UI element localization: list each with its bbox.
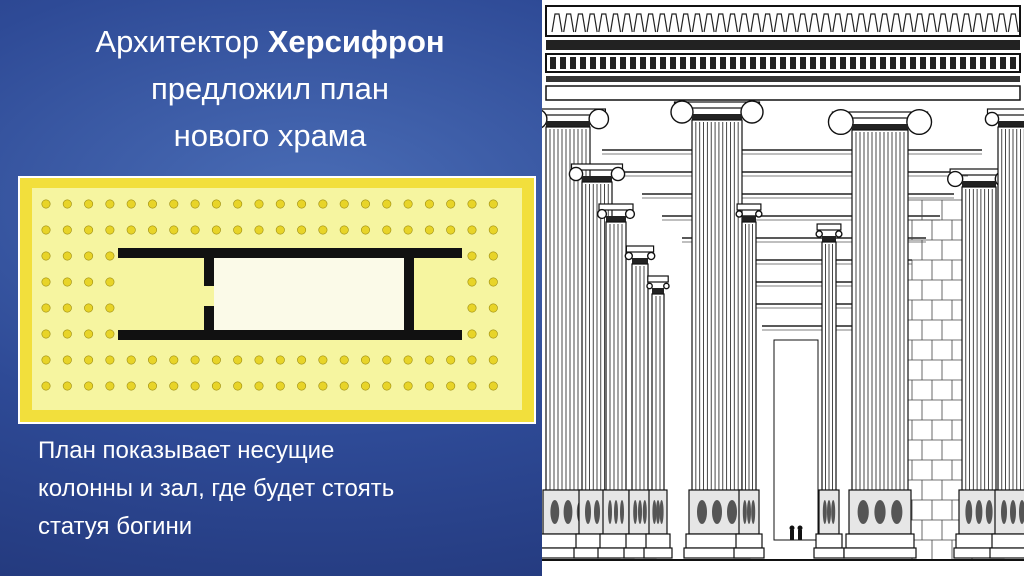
slide-caption: План показывает несущие колонны и зал, г…	[38, 432, 528, 546]
caption-line-3: статуя богини	[38, 513, 193, 540]
title-line-3: нового храма	[173, 118, 367, 153]
caption-line-1: План показывает несущие	[38, 437, 335, 464]
title-line-2: предложил план	[151, 71, 389, 106]
caption-line-2: колонны и зал, где будет стоять	[38, 475, 395, 502]
ionic-colonnade-engraving-icon	[542, 0, 1024, 576]
colonnade-drawing	[542, 0, 1024, 576]
slide-title: Архитектор Херсифрон предложил план ново…	[20, 18, 520, 159]
temple-plan-drawing	[20, 178, 534, 422]
title-architect-word: Архитектор	[95, 24, 268, 59]
title-line-1: Архитектор Херсифрон	[20, 18, 520, 65]
title-architect-name: Херсифрон	[267, 24, 445, 59]
temple-floor-plan-icon	[18, 176, 536, 424]
